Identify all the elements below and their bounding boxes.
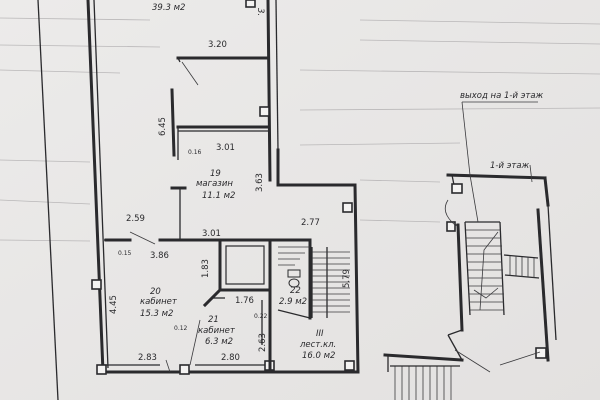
- label-first-floor: 1-й этаж: [490, 161, 530, 171]
- stair-area: 16.0 м2: [302, 351, 335, 361]
- room20-area: 15.3 м2: [140, 309, 173, 319]
- columns: [91, 0, 355, 375]
- room21-number: 21: [208, 315, 219, 325]
- stair-name: лест.кл.: [299, 340, 336, 350]
- label-top-area: 39.3 м2: [152, 3, 185, 13]
- dim-5-79: 5.79: [342, 269, 352, 288]
- dim-2-63: 2.63: [258, 333, 268, 352]
- stair-flights-annex: [444, 101, 541, 373]
- sheet-frame-line: [37, 0, 59, 400]
- room19-area: 11.1 м2: [202, 191, 235, 201]
- stair-flights-main: [278, 246, 350, 318]
- room21-name: кабинет: [198, 326, 236, 336]
- dim-1-83: 1.83: [201, 259, 211, 278]
- room21-area: 6.3 м2: [205, 337, 233, 347]
- dim-6-45: 6.45: [158, 117, 168, 136]
- dim-3-20: 3.20: [208, 40, 227, 50]
- shaft-block: [202, 238, 272, 308]
- upper-partitions: [170, 56, 270, 160]
- room22-walls: [268, 238, 312, 320]
- label-exit-to-first-floor: выход на 1-й этаж: [460, 91, 544, 101]
- dim-2-83: 2.83: [138, 353, 157, 363]
- dim-3-63: 3.63: [255, 173, 265, 192]
- room22-area: 2.9 м2: [279, 297, 307, 307]
- stair-number: III: [316, 329, 324, 339]
- dim-0-22: 0.22: [254, 313, 268, 320]
- dim-3-86: 3.86: [150, 251, 169, 261]
- labels: 39.3 м2 3. 3.20 6.45 0.16 3.01 3.63 19 м…: [109, 3, 544, 363]
- dim-2-59: 2.59: [126, 214, 145, 224]
- annex-walls: [446, 173, 557, 362]
- main-building-walls: [86, 0, 360, 374]
- dim-4-45: 4.45: [109, 295, 119, 314]
- dim-2-77: 2.77: [301, 218, 320, 228]
- dim-0-12: 0.12: [174, 325, 188, 332]
- show-through-lines: [0, 17, 600, 242]
- dim-0-16: 0.16: [188, 149, 202, 156]
- room22-number: 22: [290, 286, 301, 296]
- room20-name: кабинет: [140, 297, 178, 307]
- dim-3-01-upper: 3.01: [216, 143, 235, 153]
- dim-3-01-lower: 3.01: [202, 229, 221, 239]
- room20-number: 20: [150, 287, 161, 297]
- label-top-right-cut: 3.: [255, 8, 265, 16]
- dim-0-15: 0.15: [118, 250, 132, 257]
- dim-1-76: 1.76: [235, 296, 254, 306]
- room19-name: магазин: [196, 179, 233, 189]
- room21-partitions: [165, 288, 272, 374]
- dim-2-80: 2.80: [221, 353, 240, 363]
- room19-number: 19: [210, 169, 221, 179]
- stair-flights-bottom: [383, 353, 464, 400]
